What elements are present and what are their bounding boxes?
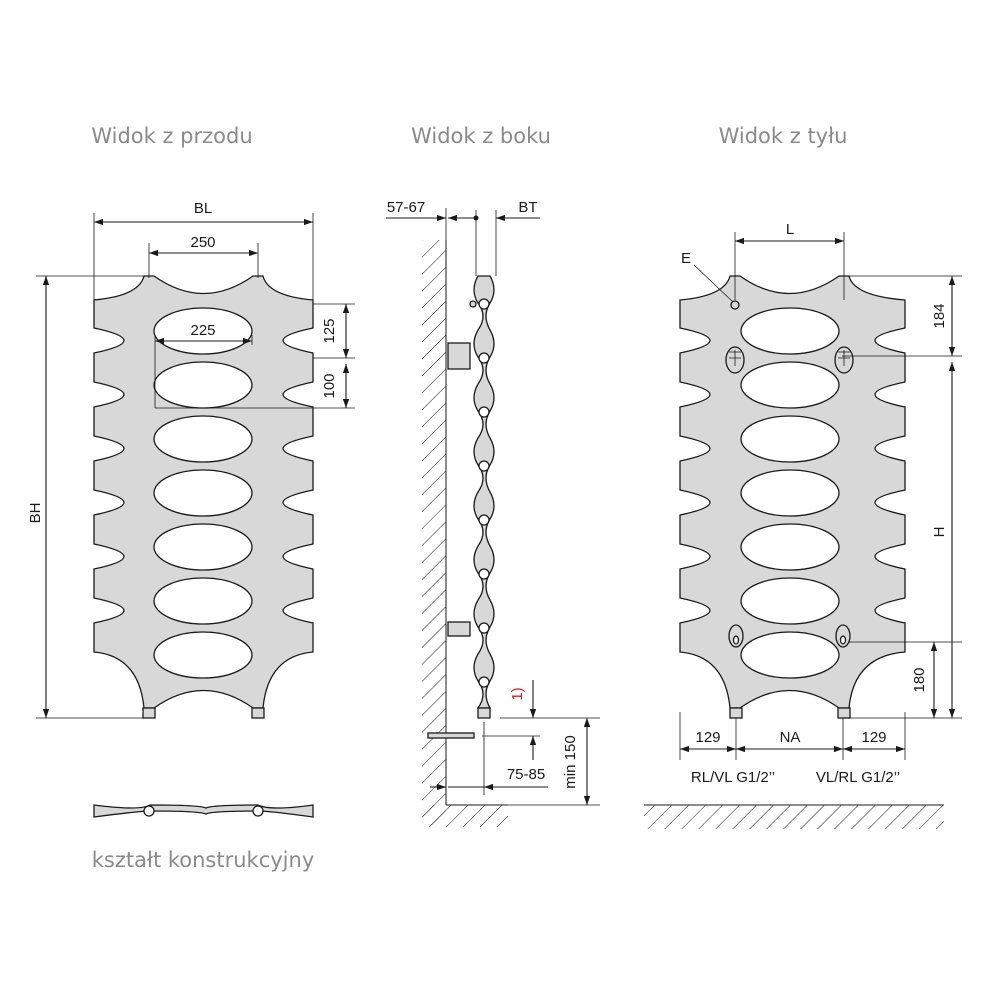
side-view: 57-67 BT 1) min 150 75-85 bbox=[386, 199, 600, 827]
bl-label: BL bbox=[194, 200, 212, 217]
side-pipe-dot bbox=[478, 622, 490, 634]
floor-hatch bbox=[422, 805, 508, 827]
side-pipe-dot bbox=[478, 676, 490, 688]
wall-bracket-top bbox=[447, 342, 471, 370]
min150-label: min 150 bbox=[562, 735, 579, 788]
vent-e bbox=[730, 300, 740, 310]
d250-label: 250 bbox=[190, 234, 215, 251]
front-holes bbox=[153, 307, 253, 679]
radiator-hole bbox=[153, 415, 253, 463]
wall-bracket-bottom bbox=[447, 621, 471, 637]
e-label: E bbox=[681, 250, 691, 267]
side-pipe-dot bbox=[478, 514, 490, 526]
radiator-hole bbox=[153, 631, 253, 679]
floor-pipe bbox=[427, 732, 475, 739]
back-foot-left bbox=[729, 707, 743, 719]
side-view-title: Widok z boku bbox=[411, 124, 551, 148]
bh-label: BH bbox=[27, 503, 44, 524]
construction-pipe-left bbox=[143, 805, 155, 817]
d184-label: 184 bbox=[931, 303, 948, 328]
radiator-hole bbox=[153, 469, 253, 517]
note-1-label: 1) bbox=[509, 687, 526, 700]
front-foot-left bbox=[142, 707, 156, 719]
radiator-hole bbox=[153, 523, 253, 571]
d225-label: 225 bbox=[190, 322, 215, 339]
front-view: BL 250 225 125 100 BH kształt konstrukcy… bbox=[27, 200, 355, 872]
side-pipe-dots bbox=[478, 298, 490, 688]
rlvl-connection-label: RL/VL G1/2’’ bbox=[691, 769, 775, 786]
back-foot-right bbox=[837, 707, 851, 719]
front-foot-right bbox=[251, 707, 265, 719]
radiator-hole bbox=[740, 523, 840, 571]
bt-label: BT bbox=[518, 199, 537, 216]
radiator-hole bbox=[740, 631, 840, 679]
wall-hatch bbox=[422, 240, 446, 825]
front-view-title: Widok z przodu bbox=[91, 124, 252, 148]
back-holes bbox=[740, 307, 840, 679]
side-pipe-dot bbox=[478, 406, 490, 418]
d125-label: 125 bbox=[321, 318, 338, 343]
h-label: H bbox=[931, 527, 948, 538]
radiator-hole bbox=[153, 577, 253, 625]
d180-label: 180 bbox=[911, 667, 928, 692]
back-floor-hatch bbox=[644, 805, 944, 829]
construction-shape-profile bbox=[93, 804, 314, 818]
side-pipe-dot bbox=[478, 298, 490, 310]
construction-shape-caption: kształt konstrukcyjny bbox=[92, 848, 315, 872]
radiator-hole bbox=[740, 577, 840, 625]
d100-label: 100 bbox=[321, 373, 338, 398]
d7585-label: 75-85 bbox=[507, 766, 545, 783]
side-pipe-dot bbox=[478, 568, 490, 580]
side-foot bbox=[477, 707, 491, 719]
na-label: NA bbox=[780, 729, 801, 746]
back-view: E L 184 H 180 129 NA 129 RL/VL G1/2’’ VL… bbox=[644, 221, 962, 829]
vlrl-connection-label: VL/RL G1/2’’ bbox=[816, 769, 900, 786]
radiator-hole bbox=[740, 469, 840, 517]
side-vent-nozzle bbox=[469, 300, 477, 308]
side-pipe-dot bbox=[478, 460, 490, 472]
radiator-hole bbox=[740, 361, 840, 409]
side-radiator-body bbox=[473, 275, 495, 709]
radiator-hole bbox=[740, 307, 840, 355]
d129-right-label: 129 bbox=[861, 729, 886, 746]
d5767-label: 57-67 bbox=[387, 199, 425, 216]
d129-left-label: 129 bbox=[695, 729, 720, 746]
l-label: L bbox=[786, 221, 794, 238]
back-view-title: Widok z tyłu bbox=[719, 124, 848, 148]
radiator-hole bbox=[153, 361, 253, 409]
construction-pipe-right bbox=[252, 805, 264, 817]
radiator-hole bbox=[740, 415, 840, 463]
side-pipe-dot bbox=[478, 352, 490, 364]
